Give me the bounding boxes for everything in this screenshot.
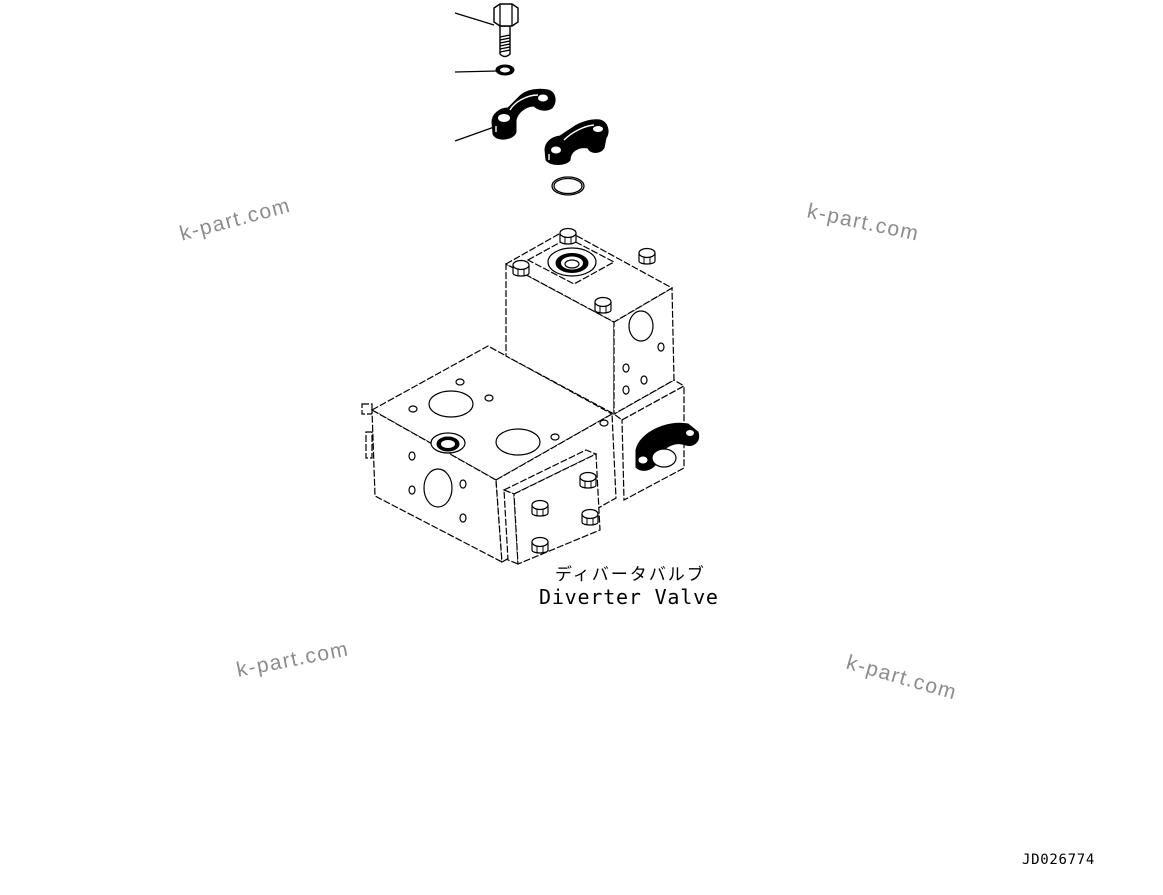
split-flange-clamp-half <box>544 119 609 165</box>
hex-bolt <box>493 3 519 58</box>
part-label-japanese: ディバータバルブ <box>555 564 706 585</box>
valve-cover-plate <box>502 449 601 565</box>
leader-line-washer <box>454 70 498 73</box>
split-flange-clamp-half <box>491 88 556 140</box>
valve-bolt <box>531 499 549 517</box>
valve-upper-block <box>504 227 675 416</box>
watermark: k-part.com <box>805 200 921 246</box>
valve-side-block <box>612 379 700 501</box>
washer <box>495 64 515 76</box>
valve-bolt <box>581 508 599 526</box>
valve-bolt <box>638 247 656 265</box>
valve-bolt <box>594 296 612 314</box>
leader-line-clamp <box>454 125 498 142</box>
drawing-number: JD026774 <box>1022 852 1095 868</box>
watermark: k-part.com <box>844 651 960 705</box>
valve-bolt <box>579 471 597 489</box>
side-port-flange-clamp <box>635 422 700 471</box>
valve-bolt <box>559 227 577 245</box>
valve-bolt <box>531 536 549 554</box>
watermark: k-part.com <box>235 637 351 681</box>
watermark: k-part.com <box>177 194 293 246</box>
top-port <box>547 247 597 277</box>
part-label-english: Diverter Valve <box>539 585 719 609</box>
o-ring <box>551 176 585 196</box>
valve-bolt <box>512 259 530 277</box>
leader-line-bolt <box>454 12 495 26</box>
diverter-valve-body <box>361 227 700 565</box>
